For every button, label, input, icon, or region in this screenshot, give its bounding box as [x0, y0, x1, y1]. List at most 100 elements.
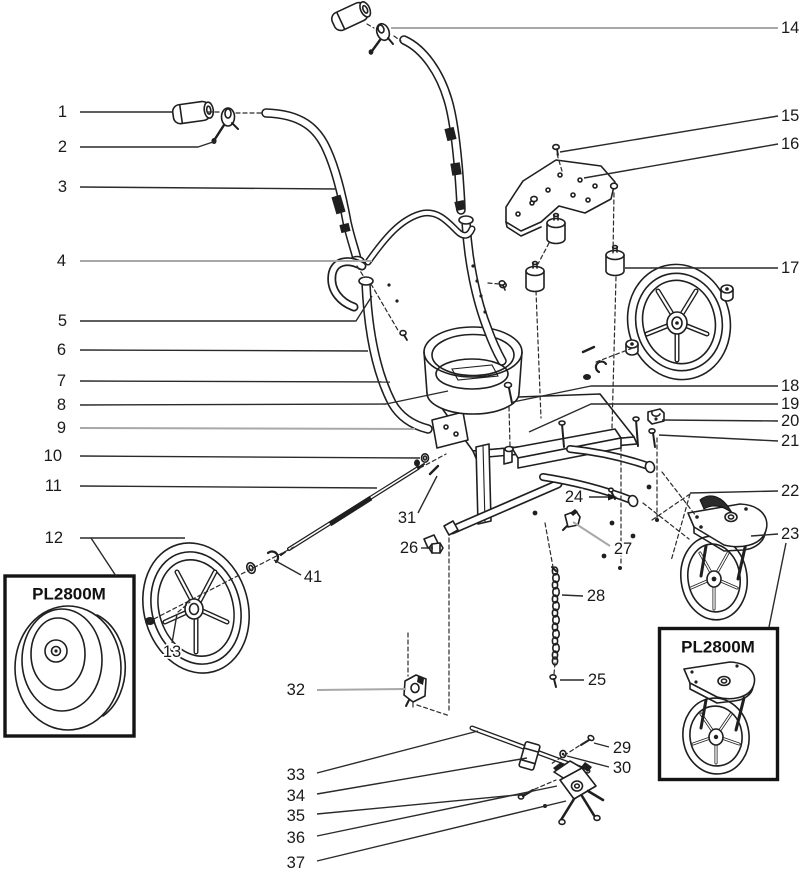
callout-6: 6	[57, 341, 66, 359]
left-handle-grip	[171, 100, 215, 125]
callout-15: 15	[781, 107, 799, 125]
leader-line-8	[79, 390, 449, 406]
callout-25: 25	[588, 671, 606, 689]
callout-12: 12	[45, 529, 63, 547]
callout-9: 9	[57, 419, 66, 437]
nut-30	[559, 749, 567, 759]
callout-3: 3	[58, 178, 67, 196]
plate-screw	[551, 143, 560, 156]
hub-cap-2	[625, 339, 639, 356]
frame-fasteners	[504, 416, 659, 570]
inset-caster	[682, 661, 756, 775]
leader-line-30	[566, 755, 610, 768]
plate-nut-left	[529, 195, 538, 203]
leader-line-23	[768, 542, 787, 628]
callout-7: 7	[57, 372, 66, 390]
hopper-bolt	[503, 381, 513, 404]
callout-27: 27	[614, 540, 632, 558]
callout-layer: 1234567891011121314151617181920212223242…	[42, 17, 801, 873]
leader-line-32	[316, 688, 407, 691]
callout-11: 11	[45, 477, 62, 495]
handle-cross-brace	[364, 209, 476, 266]
leader-line-9	[79, 427, 416, 430]
screw-21	[648, 427, 656, 448]
callout-22: 22	[781, 482, 799, 500]
rear-wheel-spokes	[644, 288, 710, 363]
callout-13: 13	[163, 643, 181, 661]
leader-line-6	[79, 349, 369, 352]
callout-33: 33	[287, 766, 305, 784]
callout-35: 35	[287, 807, 305, 825]
right-lower-tube	[458, 215, 507, 366]
callout-32: 32	[287, 681, 305, 699]
frame-weldment	[423, 393, 659, 570]
plate-screw-small	[498, 279, 506, 291]
leader-line-2	[80, 140, 217, 148]
plate-nut-right	[609, 182, 619, 190]
retaining-ring-41	[266, 550, 280, 564]
leader-line-10	[79, 455, 421, 459]
frame-tube-opening	[358, 276, 374, 286]
callout-37: 37	[287, 854, 305, 872]
axle-rod	[280, 463, 425, 556]
gun-holder	[543, 760, 605, 826]
hub-cap	[720, 284, 734, 302]
callout-10: 10	[44, 447, 62, 465]
leader-line-11	[79, 485, 378, 489]
callout-14: 14	[781, 19, 799, 37]
chain	[551, 566, 560, 666]
rod-block-34	[518, 740, 541, 771]
grip-clamp-top	[368, 22, 394, 55]
callout-19: 19	[781, 395, 799, 413]
callout-18: 18	[781, 377, 799, 395]
leader-line-21	[658, 434, 779, 442]
leader-line-28	[561, 594, 584, 597]
callout-31: 31	[398, 509, 416, 527]
callout-24: 24	[565, 488, 583, 506]
inset-right-label: PL2800M	[681, 638, 755, 657]
caster-lever	[699, 495, 738, 523]
inset-box-right: PL2800M	[657, 626, 780, 782]
inset-box-left: PL2800M	[3, 574, 136, 738]
leader-line-19	[528, 403, 778, 433]
callout-1: 1	[58, 103, 67, 121]
callout-5: 5	[58, 312, 67, 330]
leader-line-5	[80, 295, 373, 322]
leader-line-41	[273, 559, 302, 576]
chain-screw	[549, 673, 557, 688]
leader-line-15	[559, 115, 779, 153]
paint-hopper	[423, 326, 523, 415]
leader-line-31	[417, 475, 438, 514]
callout-2: 2	[58, 138, 67, 156]
left-wheel-spokes	[162, 569, 230, 655]
caster-plate	[687, 503, 768, 552]
callout-29: 29	[613, 739, 631, 757]
caster-assembly	[680, 495, 768, 621]
right-handle-tube	[399, 35, 466, 215]
grip-clamp	[211, 107, 239, 144]
callout-21: 21	[781, 432, 799, 450]
leader-line-36	[316, 785, 558, 837]
leader-line-7	[79, 380, 391, 383]
cable-bracket-32	[403, 674, 427, 707]
leader-line-33	[316, 730, 479, 774]
support-leg	[443, 479, 563, 536]
callout-34: 34	[287, 787, 305, 805]
left-wheel	[142, 542, 250, 674]
solid-wheel	[14, 605, 127, 731]
callout-16: 16	[781, 135, 799, 153]
leader-line-37	[316, 800, 567, 862]
axle-washer-right	[245, 561, 257, 575]
rear-wheel	[626, 263, 732, 381]
clamp-27	[562, 509, 581, 531]
caster-arm-upper	[566, 445, 656, 474]
leader-line-18	[512, 385, 778, 403]
leader-line-29	[593, 742, 610, 748]
caster-wheel	[680, 535, 748, 621]
callout-23: 23	[781, 525, 799, 543]
callout-30: 30	[613, 759, 631, 777]
callout-20: 20	[781, 412, 799, 430]
leader-line-34	[316, 757, 528, 795]
